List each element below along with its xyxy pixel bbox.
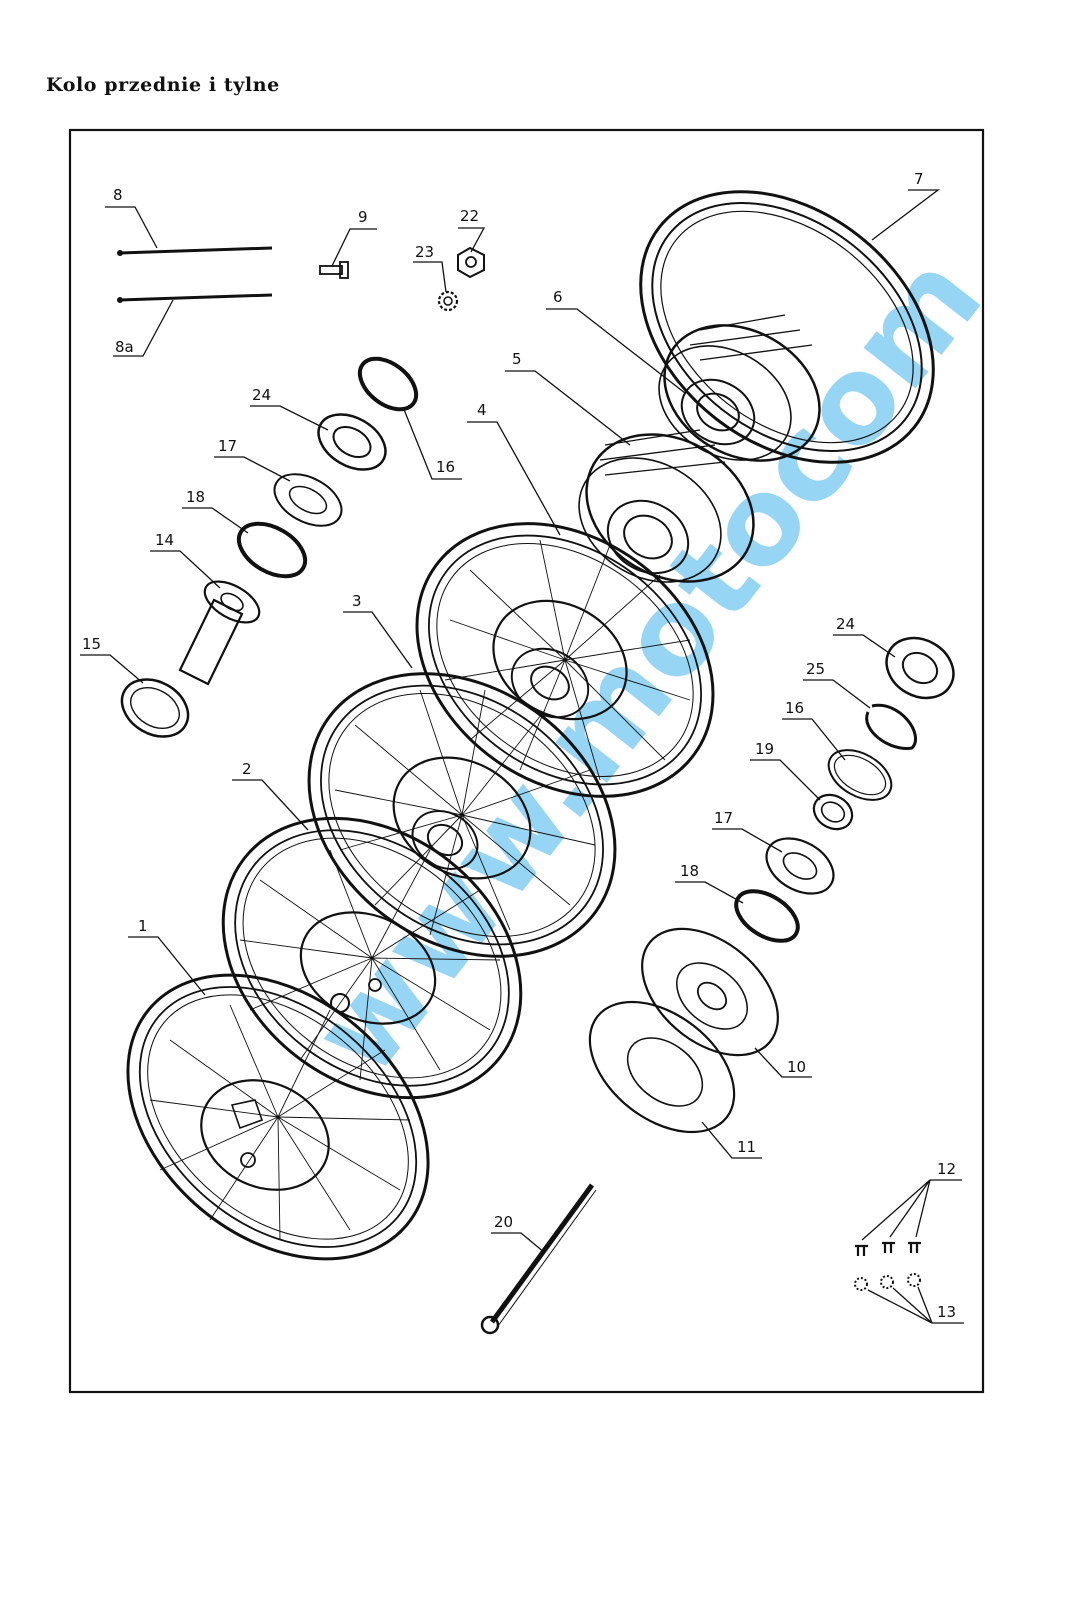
label-part-13: 13 (937, 1303, 956, 1321)
label-part-3: 3 (352, 592, 362, 610)
part-14-sleeve (178, 580, 261, 686)
label-part-6: 6 (553, 288, 563, 306)
part-18-seal-right (734, 889, 800, 943)
label-part-16-right: 16 (785, 699, 804, 717)
part-1-wheel (126, 973, 430, 1261)
label-part-11: 11 (737, 1138, 756, 1156)
label-part-22: 22 (460, 207, 479, 225)
label-part-25: 25 (806, 660, 825, 678)
part-8-spindle (117, 246, 273, 256)
part-12-screws (855, 1241, 921, 1256)
part-20-axle (480, 1183, 597, 1335)
part-6-hub (658, 314, 821, 462)
part-15-plate (120, 678, 190, 738)
part-25-circlip (865, 703, 918, 750)
label-part-23: 23 (415, 243, 434, 261)
diagram-frame (68, 128, 985, 1394)
label-part-8: 8 (113, 186, 123, 204)
part-3-wheel (307, 672, 617, 958)
label-part-14: 14 (155, 531, 174, 549)
page-title: Kolo przednie i tylne (46, 74, 280, 96)
part-5-hub (578, 429, 755, 583)
part-16-seal-left (357, 356, 419, 412)
label-part-4: 4 (477, 401, 487, 419)
part-22-nut (457, 246, 485, 279)
part-7-rim (639, 190, 935, 464)
label-part-10: 10 (787, 1058, 806, 1076)
label-part-24-right: 24 (836, 615, 855, 633)
label-part-15: 15 (82, 635, 101, 653)
part-9-bolt (319, 261, 349, 279)
label-part-5: 5 (512, 350, 522, 368)
part-24-bearing-left (317, 413, 387, 471)
watermark: www.motocom (286, 230, 1009, 1101)
label-part-20: 20 (494, 1213, 513, 1231)
label-part-7: 7 (914, 170, 924, 188)
label-part-8a: 8a (115, 338, 134, 356)
label-part-2: 2 (242, 760, 252, 778)
part-2-wheel (221, 816, 523, 1100)
part-17-washer-left (273, 473, 343, 527)
part-8a-spindle (117, 293, 273, 303)
label-part-16-left: 16 (436, 458, 455, 476)
part-24-bearing-right (885, 636, 955, 700)
leader-lines (80, 189, 964, 1324)
label-part-17-right: 17 (714, 809, 733, 827)
part-13-washers (854, 1273, 921, 1291)
part-11-cover (588, 1000, 736, 1134)
label-part-1: 1 (138, 917, 148, 935)
part-23-lockwasher (437, 290, 459, 312)
part-18-seal-left (236, 521, 308, 579)
label-part-12: 12 (937, 1160, 956, 1178)
label-part-9: 9 (358, 208, 368, 226)
label-part-24-left: 24 (252, 386, 271, 404)
label-part-18-left: 18 (186, 488, 205, 506)
label-part-17-left: 17 (218, 437, 237, 455)
part-10-cover (641, 927, 779, 1057)
label-part-18-right: 18 (680, 862, 699, 880)
label-part-19: 19 (755, 740, 774, 758)
part-19-spacer (812, 793, 854, 831)
part-17-washer-right (765, 837, 835, 895)
part-16-washer-right (827, 749, 893, 801)
svg-text:www.motocom: www.motocom (286, 230, 1009, 1101)
